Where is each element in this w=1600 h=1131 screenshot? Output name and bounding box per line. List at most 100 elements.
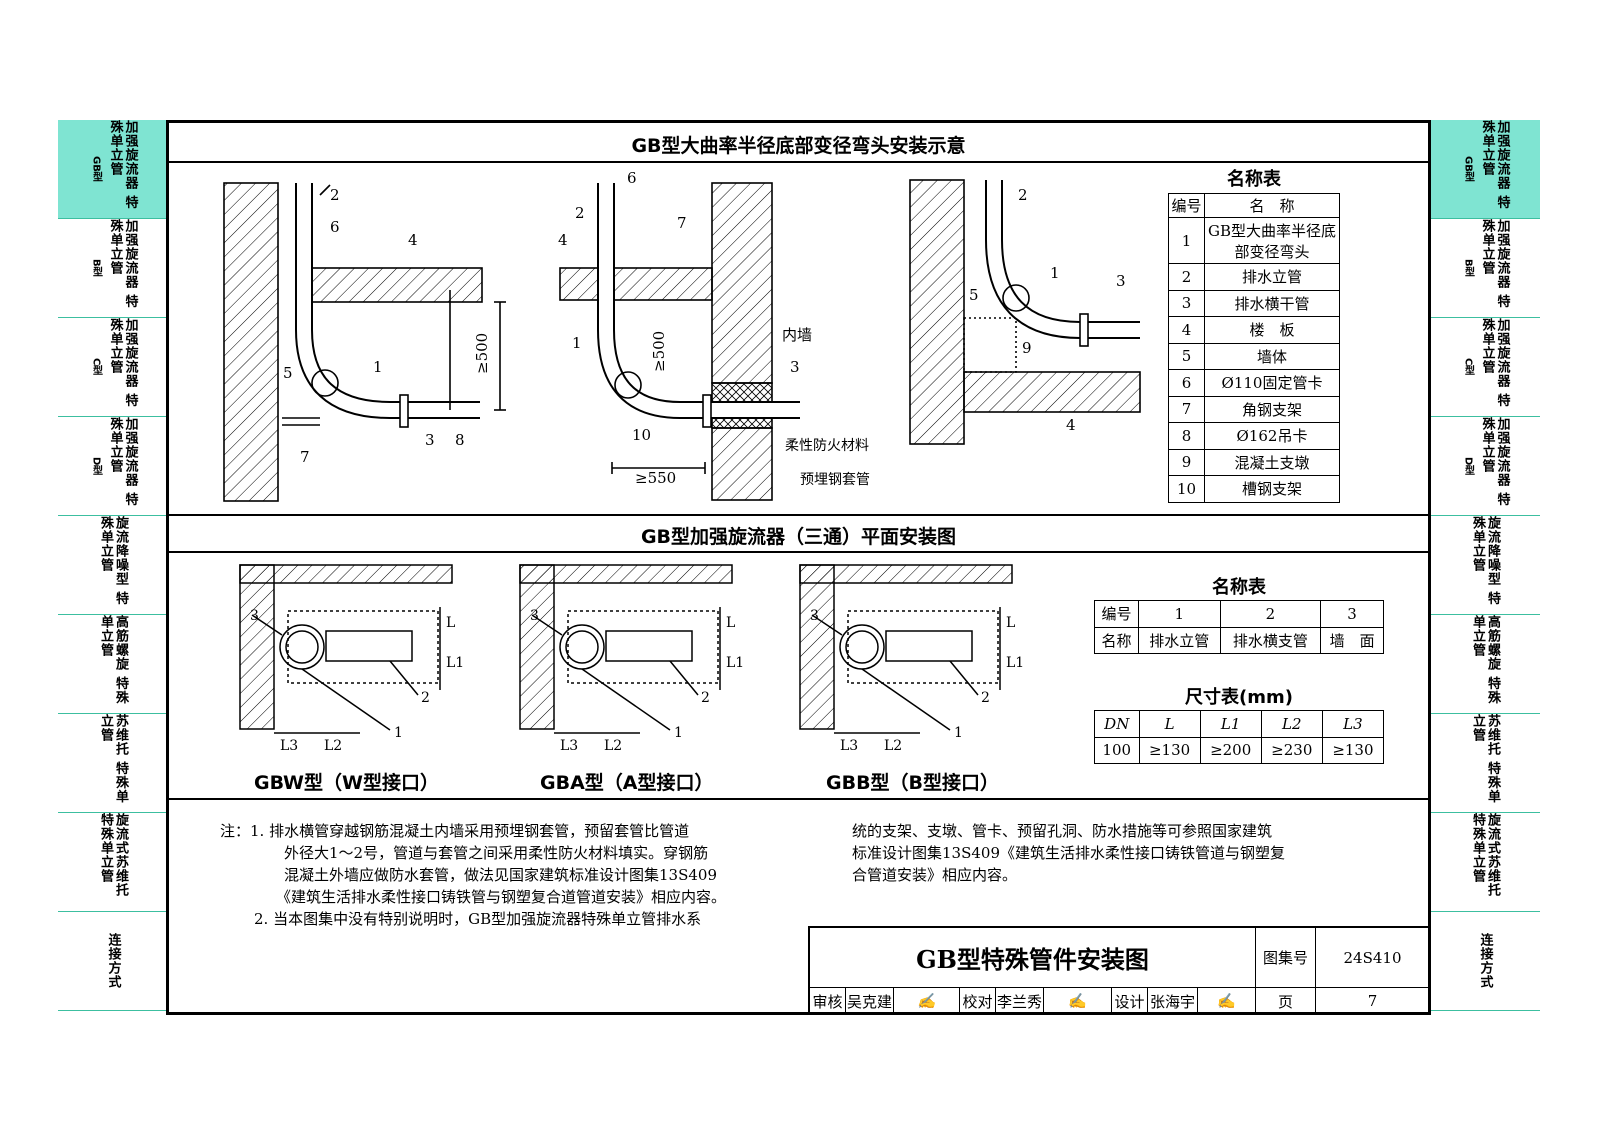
plan-callout: L2	[884, 738, 902, 754]
right-tab-4[interactable]: 旋流降噪型 特殊单立管	[1430, 516, 1540, 615]
plan-callout: 2	[421, 690, 430, 706]
label-steel-sleeve: 预埋钢套管	[800, 472, 870, 488]
svg-text:10: 10	[632, 426, 651, 444]
left-tab-8[interactable]: 连接方式	[58, 912, 168, 1011]
wall-section	[519, 564, 555, 730]
title-block: GB型特殊管件安装图 图集号 24S410 审核 吴克建 ✍ 校对 李兰秀 ✍ …	[808, 926, 1431, 1015]
plan-callout: 2	[981, 690, 990, 706]
dim-500-2: ≥500	[650, 331, 668, 372]
tab-label: 加强旋流器 特殊单立管	[1479, 417, 1510, 507]
right-tab-6[interactable]: 苏维托 特殊单立管	[1430, 714, 1540, 813]
branch-pipe	[885, 630, 973, 662]
right-tab-1[interactable]: B型加强旋流器 特殊单立管	[1430, 219, 1540, 318]
plan-caption-gbw: GBW型（W型接口）	[254, 772, 439, 794]
plan-callout: L3	[560, 738, 578, 754]
svg-text:4: 4	[558, 231, 568, 249]
elevation-drawing-2	[559, 182, 800, 501]
svg-text:4: 4	[1066, 416, 1076, 434]
note-1-line-3: 混凝土外墙应做防水套管，做法见国家建筑标准设计图集13S409	[284, 866, 717, 884]
name-table-1-name: 排水立管	[1204, 263, 1340, 291]
left-tab-4[interactable]: 旋流降噪型 特殊单立管	[58, 516, 168, 615]
plan-callout: 1	[954, 725, 963, 741]
name-table-1-caption: 名称表	[1227, 169, 1281, 190]
note-2-line-3: 标准设计图集13S409《建筑生活排水柔性接口铸铁管道与钢塑复	[852, 844, 1285, 862]
tab-prefix: C型	[90, 358, 102, 376]
note-1-line-1: 排水横管穿越钢筋混凝土内墙采用预埋钢套管，预留套管比管道	[269, 822, 690, 840]
left-tab-0[interactable]: GB型加强旋流器 特殊单立管	[58, 120, 168, 219]
drawing-2-callouts: 627 413 10	[558, 169, 800, 444]
tab-prefix: B型	[90, 259, 102, 277]
wall-section	[239, 564, 453, 584]
tab-label: 旋流降噪型 特殊单立管	[1470, 516, 1500, 606]
name-table-2-cell: 2	[1219, 600, 1322, 628]
name-table-1-number: 1	[1168, 217, 1205, 264]
name-table-1-number: 3	[1168, 289, 1205, 317]
right-tab-8[interactable]: 连接方式	[1430, 912, 1540, 1011]
right-tab-3[interactable]: D型加强旋流器 特殊单立管	[1430, 417, 1540, 516]
left-tab-2[interactable]: C型加强旋流器 特殊单立管	[58, 318, 168, 417]
name-table-1-name: 混凝土支墩	[1204, 448, 1340, 476]
section2-title: GB型加强旋流器（三通）平面安装图	[640, 526, 957, 548]
page-label: 页	[1256, 988, 1316, 1015]
name-table-1-name: 排水横干管	[1204, 289, 1340, 317]
name-table-1-name: 角钢支架	[1204, 395, 1340, 423]
plan-callout: L2	[324, 738, 342, 754]
checker-signature: ✍	[1044, 988, 1112, 1015]
left-tab-1[interactable]: B型加强旋流器 特殊单立管	[58, 219, 168, 318]
leader-line	[669, 660, 699, 696]
tab-label: 旋流式苏维托 特殊单立管	[98, 813, 128, 897]
tab-label: 加强旋流器 特殊单立管	[107, 120, 138, 210]
svg-text:7: 7	[300, 448, 310, 466]
right-tab-2[interactable]: C型加强旋流器 特殊单立管	[1430, 318, 1540, 417]
svg-text:5: 5	[969, 286, 979, 304]
riser-pipe-inner	[285, 630, 319, 664]
svg-text:3: 3	[1116, 272, 1126, 290]
page-number: 7	[1316, 988, 1430, 1015]
right-tab-5[interactable]: 高筋螺旋 特殊单立管	[1430, 615, 1540, 714]
tab-label: 旋流式苏维托 特殊单立管	[1470, 813, 1500, 897]
svg-text:5: 5	[283, 364, 293, 382]
size-table-cell: ≥230	[1260, 736, 1323, 764]
leader-line	[811, 614, 843, 636]
right-tab-0[interactable]: GB型加强旋流器 特殊单立管	[1430, 120, 1540, 219]
size-table-cell: 100	[1094, 736, 1140, 764]
label-fire-material: 柔性防火材料	[785, 438, 869, 454]
name-table-1-name: Ø110固定管卡	[1204, 369, 1340, 397]
drawing-title: GB型特殊管件安装图	[810, 928, 1256, 988]
designer-name: 张海宇	[1148, 988, 1198, 1015]
plan-callout: L	[1006, 615, 1015, 631]
note-1-num: 1.	[250, 822, 265, 840]
svg-text:3: 3	[425, 431, 435, 449]
left-tab-3[interactable]: D型加强旋流器 特殊单立管	[58, 417, 168, 516]
note-2-line-2: 统的支架、支墩、管卡、预留孔洞、防水措施等可参照国家建筑	[852, 822, 1273, 840]
svg-text:2: 2	[575, 204, 585, 222]
left-tab-5[interactable]: 高筋螺旋 特殊单立管	[58, 615, 168, 714]
leader-line	[949, 660, 979, 696]
name-table-1-name: Ø162吊卡	[1204, 422, 1340, 450]
plan-caption-gba: GBA型（A型接口）	[540, 772, 714, 794]
label-inner-wall: 内墙	[782, 326, 812, 344]
left-tab-7[interactable]: 旋流式苏维托 特殊单立管	[58, 813, 168, 912]
plan-callout: L1	[446, 655, 464, 671]
leader-line	[581, 668, 671, 731]
review-label: 审核	[810, 988, 846, 1015]
size-table-header: DN	[1094, 710, 1140, 738]
right-tab-7[interactable]: 旋流式苏维托 特殊单立管	[1430, 813, 1540, 912]
plan-callout: 3	[250, 608, 259, 624]
tab-label: 旋流降噪型 特殊单立管	[98, 516, 128, 606]
left-tab-6[interactable]: 苏维托 特殊单立管	[58, 714, 168, 813]
tab-prefix: D型	[90, 456, 102, 476]
plan-callout: L3	[840, 738, 858, 754]
design-label: 设计	[1112, 988, 1148, 1015]
leader-line	[301, 668, 391, 731]
tab-label: 苏维托 特殊单立管	[98, 714, 128, 804]
name-table-2-cell: 1	[1137, 600, 1221, 628]
notes-label: 注：	[220, 822, 251, 840]
divider	[169, 514, 1428, 516]
plan-callout: 1	[674, 725, 683, 741]
svg-text:6: 6	[330, 218, 340, 236]
